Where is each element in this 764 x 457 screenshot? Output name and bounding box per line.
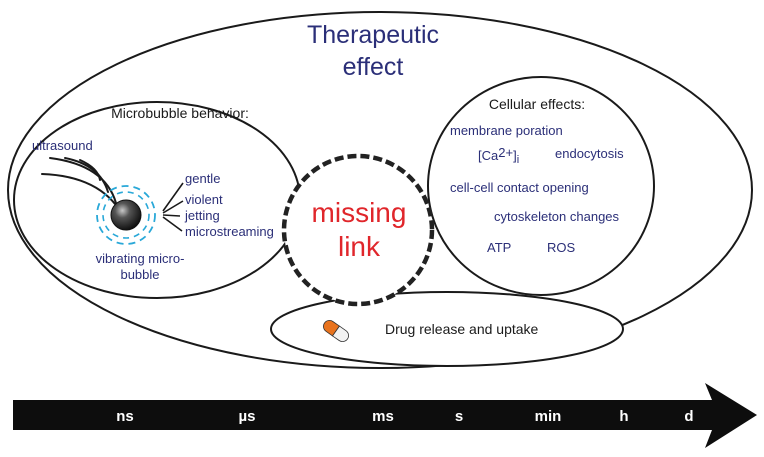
drug-release-ellipse	[270, 291, 624, 367]
ultrasound-label: ultrasound	[32, 138, 93, 153]
cellular-endocytosis: endocytosis	[555, 146, 624, 161]
behavior-gentle: gentle	[185, 171, 220, 186]
cellular-atp: ATP	[487, 240, 511, 255]
cellular-calcium: [Ca2+]i	[478, 145, 519, 166]
behavior-microstreaming: microstreaming	[185, 224, 274, 239]
timeline-tick-d: d	[684, 408, 693, 425]
missing-link-line1: missing	[312, 197, 407, 228]
microbubble-caption-line2: bubble	[120, 267, 159, 282]
timeline-tick-ns: ns	[116, 408, 134, 425]
behavior-arrows-icon	[162, 182, 184, 232]
cellular-ros: ROS	[547, 240, 576, 255]
vibrating-microbubble-icon	[96, 185, 156, 245]
microbubble-caption-line1: vibrating micro-	[96, 251, 185, 266]
timeline-tick-h: h	[619, 408, 628, 425]
timeline-tick-ms: ms	[372, 408, 394, 425]
drug-release-label: Drug release and uptake	[385, 321, 539, 337]
title-line1: Therapeutic	[307, 21, 439, 49]
microbubble-heading: Microbubble behavior:	[111, 105, 249, 121]
timeline-tick-us: µs	[239, 408, 256, 425]
cellular-effects-ellipse	[427, 76, 655, 296]
timeline-arrow	[13, 383, 757, 448]
behavior-jetting: jetting	[184, 208, 220, 223]
missing-link-circle	[281, 153, 435, 307]
ultrasound-wave-icon	[41, 157, 123, 215]
capsule-icon	[323, 320, 349, 342]
missing-link-line2: link	[338, 231, 381, 262]
cellular-contact-opening: cell-cell contact opening	[450, 180, 589, 195]
cellular-heading: Cellular effects:	[489, 96, 585, 112]
timeline-tick-s: s	[455, 408, 463, 425]
cellular-cytoskeleton: cytoskeleton changes	[494, 209, 620, 224]
timeline-tick-min: min	[535, 408, 562, 425]
behavior-violent: violent	[185, 192, 223, 207]
cellular-membrane: membrane poration	[450, 123, 563, 138]
title-line2: effect	[343, 53, 404, 81]
therapeutic-effect-ellipse	[7, 11, 753, 369]
